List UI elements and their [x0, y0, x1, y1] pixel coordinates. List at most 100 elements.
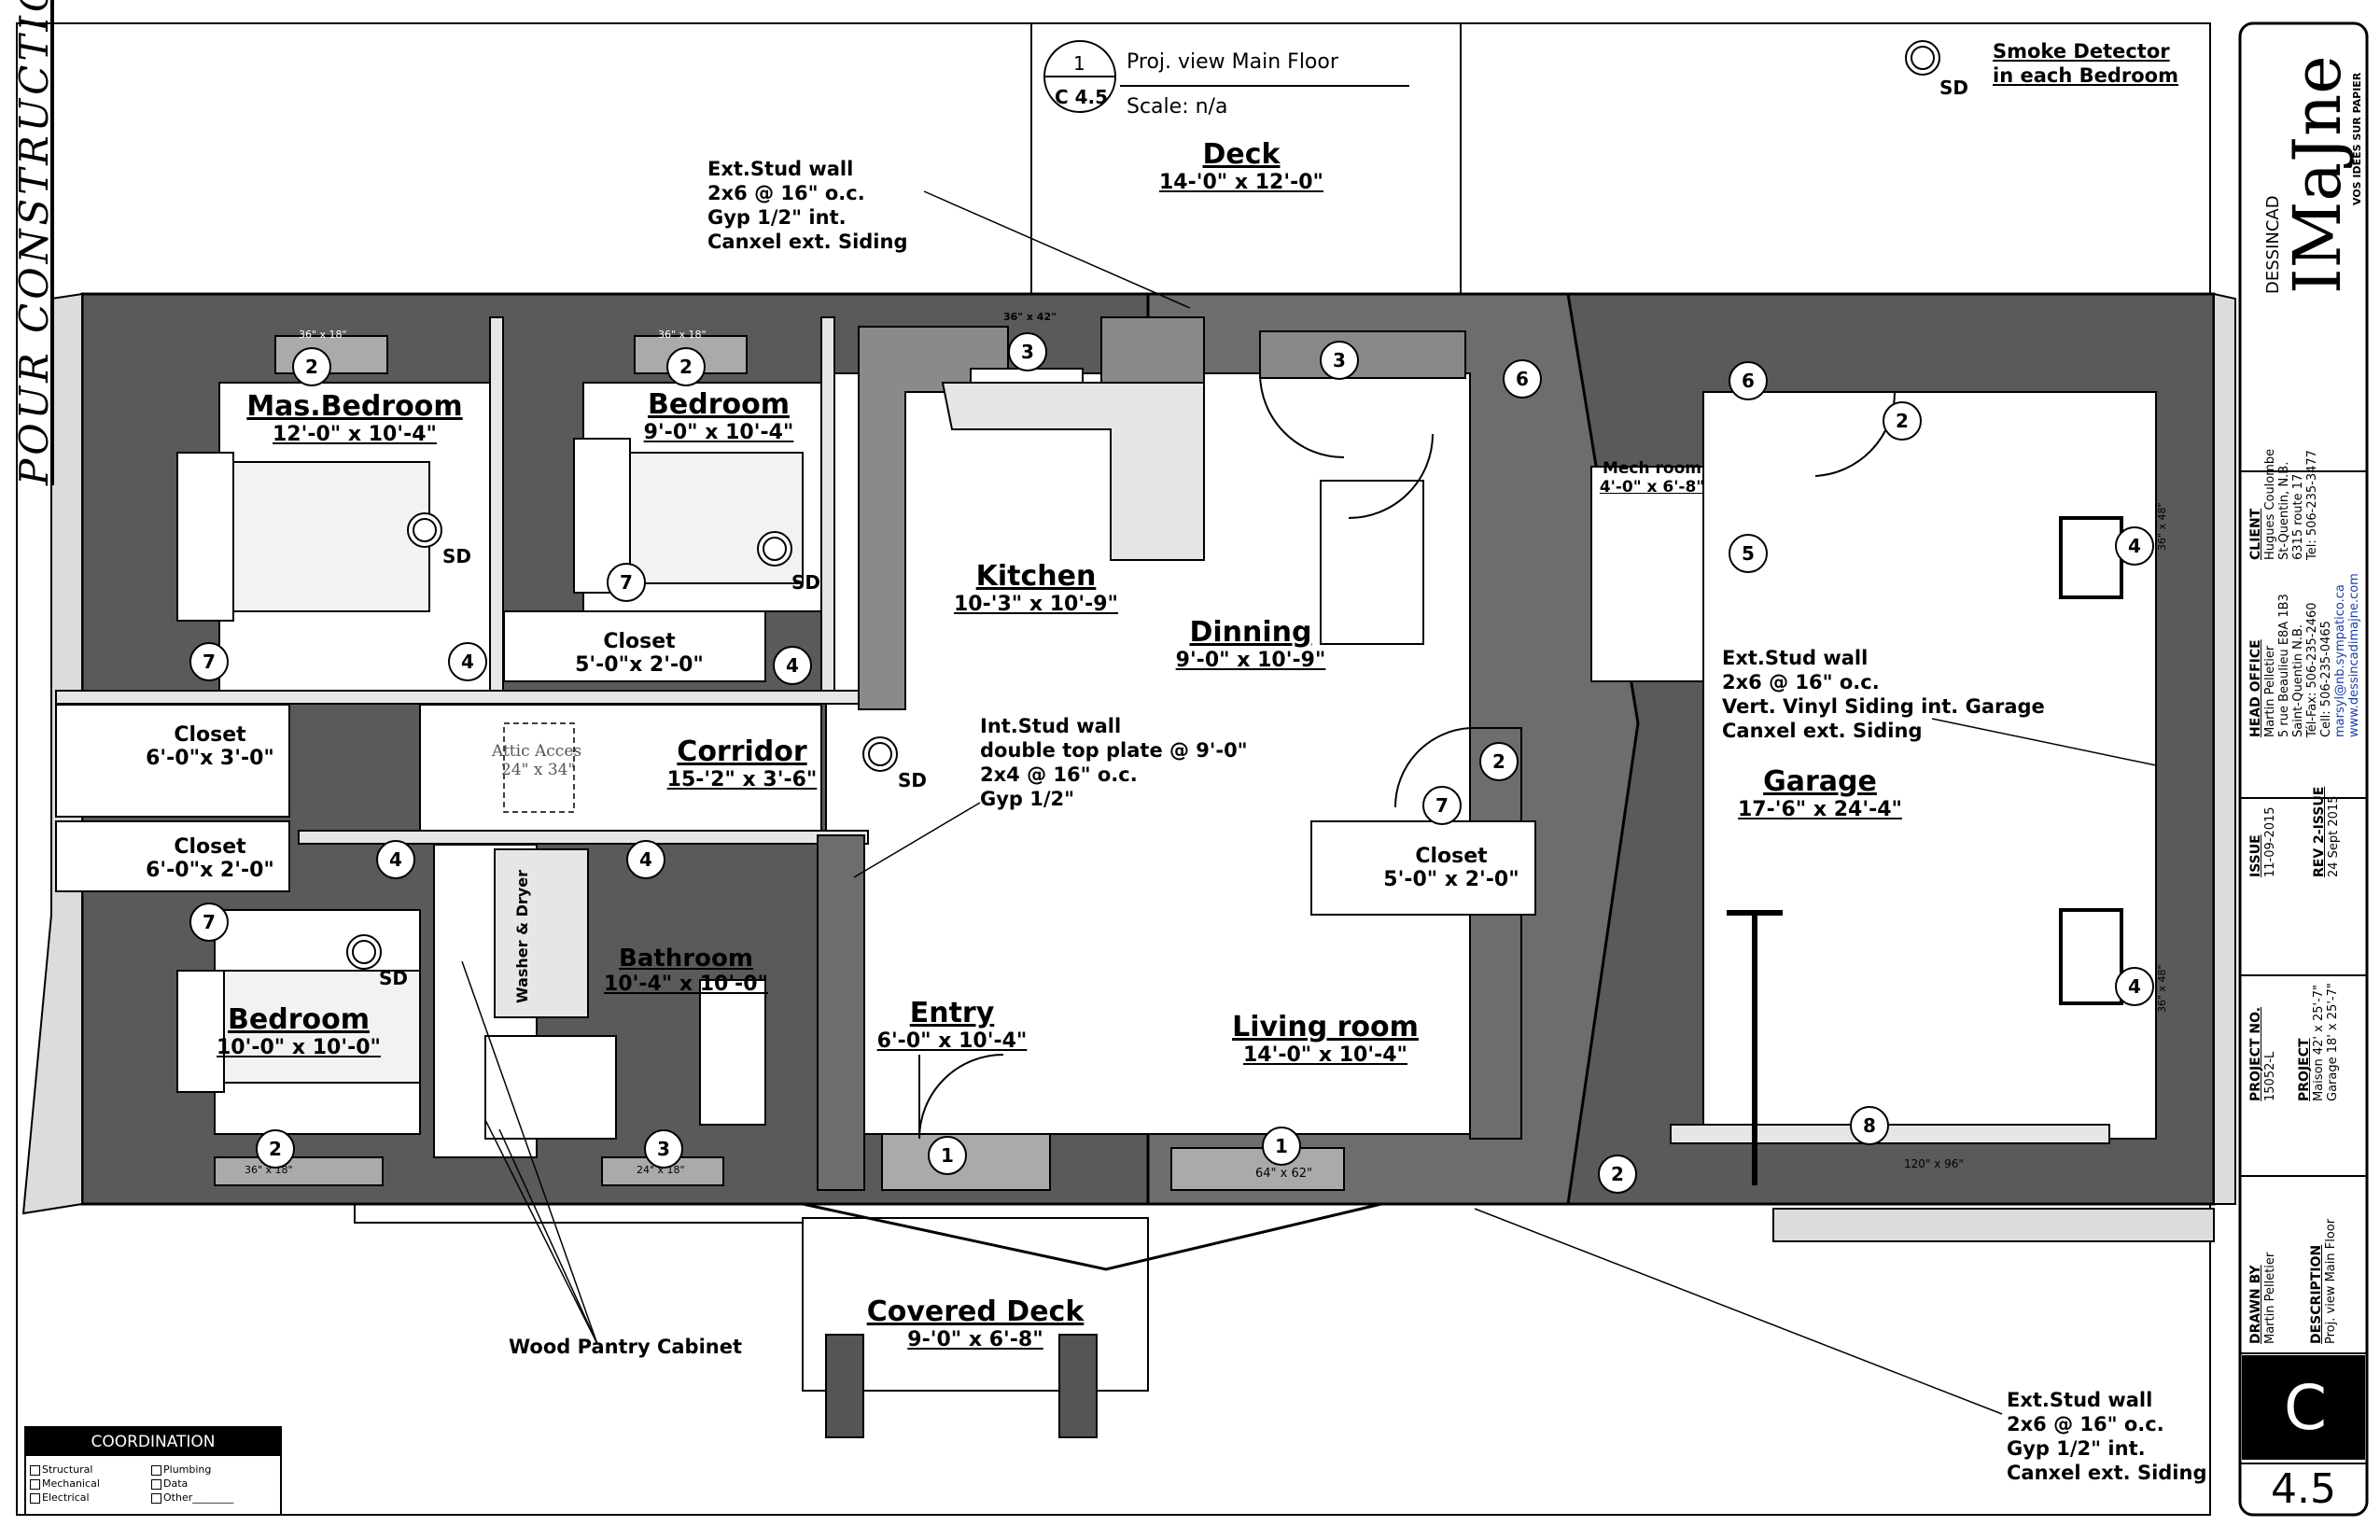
room-dims: 14'-0" x 10'-4": [1242, 1043, 1407, 1067]
title-block-frame: [2238, 21, 2369, 1517]
room-dims: 6'-0" x 10'-4": [876, 1029, 1028, 1053]
rev-block: REV 2-ISSUE 24 Sept 2015: [2312, 787, 2341, 877]
drawn-block: DRAWN BY Martin Pelletier: [2248, 1253, 2277, 1344]
closet-dims: 6'-0"x 3'-0": [146, 747, 274, 770]
window-label: 64" x 62": [1255, 1167, 1313, 1181]
room-covered-deck: Covered Deck 9-'0" x 6'-8": [849, 1295, 1101, 1351]
door-tag: 7: [607, 563, 646, 602]
pour-construction-stamp: POUR CONSTRUCTION: [11, 0, 57, 485]
room-mech: Mech room 4'-0" x 6'-8": [1591, 459, 1713, 497]
project-block: PROJECT Maison 42' x 25'-7" Garage 18' x…: [2297, 983, 2340, 1101]
view-title: Proj. view Main Floor: [1127, 50, 1338, 74]
note-line: double top plate @ 9'-0": [980, 739, 1248, 762]
projno-heading: PROJECT NO.: [2248, 1006, 2263, 1101]
door-tag: 7: [189, 903, 229, 942]
room-dims: 10'-4" x 10'-0": [603, 973, 768, 996]
projno-value: 15052-L: [2263, 1051, 2277, 1101]
attic-access-label: Attic Acces: [492, 742, 582, 761]
coord-label: Plumbing: [163, 1463, 212, 1476]
room-dims: 17-'6" x 24'-4": [1737, 798, 1902, 821]
coord-data[interactable]: Data: [151, 1477, 188, 1490]
room-dims: 14-'0" x 12'-0": [1158, 171, 1323, 194]
window-label: 36" x 42": [1003, 311, 1057, 323]
room-dims: 15-'2" x 3'-6": [666, 768, 818, 791]
coordination-box: COORDINATION Structural Plumbing Mechani…: [24, 1426, 282, 1516]
office-line: www.dessincadimajne.com: [2347, 573, 2361, 737]
room-master-bedroom: Mas.Bedroom 12'-0" x 10'-4": [224, 390, 485, 446]
room-name: Entry: [909, 997, 995, 1029]
room-bedroom-bottom: Bedroom 10'-0" x 10'-0": [187, 1003, 411, 1059]
closet-name: Closet: [1415, 845, 1488, 868]
coord-plumbing[interactable]: Plumbing: [151, 1463, 211, 1476]
room-name: Corridor: [677, 735, 807, 768]
note-line: 2x6 @ 16" o.c.: [1722, 671, 1880, 693]
door-tag: 2: [1883, 401, 1922, 441]
room-living: Living room 14'-0" x 10'-4": [1213, 1011, 1437, 1067]
note-line: 2x6 @ 16" o.c.: [2007, 1413, 2164, 1435]
window-tag: 1: [1262, 1127, 1301, 1166]
client-line: 6315 route 17: [2291, 473, 2305, 560]
closet-name: Closet: [174, 835, 246, 859]
window-tag: 3: [1320, 341, 1359, 380]
projno-block: PROJECT NO. 15052-L: [2248, 1006, 2277, 1101]
coord-mechanical[interactable]: Mechanical: [30, 1477, 100, 1490]
room-dims: 10-'3" x 10'-9": [953, 593, 1118, 616]
office-block: HEAD OFFICE Martin Pelletier 5 rue Beaul…: [2248, 573, 2361, 737]
description-value: Proj. view Main Floor: [2324, 1218, 2338, 1344]
note-line: Ext.Stud wall: [2007, 1389, 2153, 1411]
checkbox-icon: [30, 1478, 40, 1490]
mech-dims: 4'-0" x 6'-8": [1599, 478, 1705, 497]
note-ext-wall-garage: Ext.Stud wall 2x6 @ 16" o.c. Vert. Vinyl…: [1722, 646, 2045, 743]
project-heading: PROJECT: [2297, 1038, 2312, 1101]
room-deck: Deck 14-'0" x 12'-0": [1129, 138, 1353, 194]
smoke-note: Smoke Detector in each Bedroom: [1993, 39, 2178, 88]
closet-bedroom: Closet 5'-0"x 2'-0": [560, 630, 719, 677]
closet-dims: 5'-0" x 2'-0": [1383, 868, 1519, 891]
window-tag: 4: [2115, 967, 2154, 1006]
window-label: 36" x 18": [658, 329, 707, 341]
room-dims: 9'-0" x 10'-4": [643, 421, 794, 444]
client-block: CLIENT Hugues Coulombe St-Quentin, N.B. …: [2248, 449, 2319, 560]
coord-structural[interactable]: Structural: [30, 1463, 92, 1476]
note-line: Gyp 1/2" int.: [707, 206, 847, 229]
description-block: DESCRIPTION Proj. view Main Floor: [2309, 1218, 2338, 1344]
door-tag: 7: [1422, 786, 1462, 825]
office-line: Saint-Quentin N.B.: [2291, 623, 2305, 737]
window-label: 36" x 18": [299, 329, 347, 341]
checkbox-icon: [30, 1464, 40, 1476]
window-label: 24" x 18": [637, 1164, 685, 1176]
sd-label: SD: [898, 769, 928, 791]
issue-date: 11-09-2015: [2263, 806, 2277, 877]
note-line: Canxel ext. Siding: [1722, 720, 1923, 742]
checkbox-icon: [151, 1492, 161, 1504]
note-ext-wall-top: Ext.Stud wall 2x6 @ 16" o.c. Gyp 1/2" in…: [707, 157, 907, 254]
room-name: Deck: [1202, 138, 1281, 171]
window-tag: 2: [256, 1129, 295, 1169]
closet-dims: 6'-0"x 2'-0": [146, 859, 274, 882]
room-bathroom: Bathroom 10'-4" x 10'-0": [588, 945, 784, 996]
room-dims: 10'-0" x 10'-0": [216, 1036, 381, 1059]
note-line: Int.Stud wall: [980, 715, 1122, 737]
note-line: 2x4 @ 16" o.c.: [980, 763, 1138, 786]
sd-label: SD: [442, 545, 472, 567]
door-tag: 4: [448, 642, 487, 681]
door-tag: 4: [773, 646, 812, 685]
coord-electrical[interactable]: Electrical: [30, 1491, 90, 1504]
window-label: 36" x 48": [2156, 964, 2168, 1013]
room-name: Bathroom: [619, 945, 753, 973]
client-line: St-Quentin, N.B.: [2277, 461, 2291, 560]
office-line: 5 rue Beaulieu E8A 1B3: [2277, 594, 2291, 737]
coordination-title: COORDINATION: [26, 1428, 280, 1456]
project-line: Maison 42' x 25'-7": [2312, 984, 2326, 1101]
coord-label: Data: [163, 1477, 189, 1490]
office-line: Cell: 506-235-0465: [2319, 621, 2333, 737]
checkbox-icon: [151, 1464, 161, 1476]
room-bedroom-top: Bedroom 9'-0" x 10'-4": [588, 388, 849, 444]
closet-living: Closet 5'-0" x 2'-0": [1372, 845, 1531, 891]
smoke-note-line1: Smoke Detector: [1993, 40, 2170, 63]
coord-label: Structural: [42, 1463, 93, 1476]
coord-other[interactable]: Other________: [151, 1491, 233, 1504]
window-tag: 2: [666, 347, 706, 386]
room-name: Garage: [1763, 765, 1877, 798]
